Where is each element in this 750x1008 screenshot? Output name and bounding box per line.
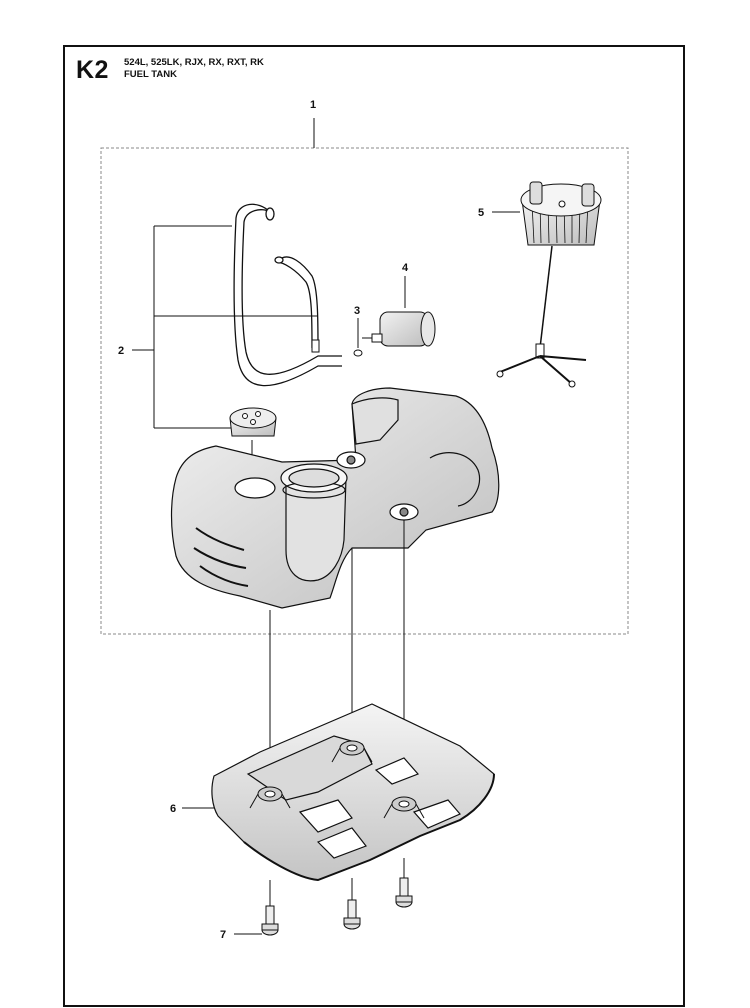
callout-2: 2 xyxy=(118,345,124,357)
plate-grommets xyxy=(249,740,425,819)
assembly-boundary xyxy=(100,147,629,635)
hose-end xyxy=(311,339,320,353)
callout-1: 1 xyxy=(310,99,316,111)
fuel-hose xyxy=(233,203,342,387)
callout-4: 4 xyxy=(402,262,409,274)
fuel-tank xyxy=(170,387,500,609)
callout-3: 3 xyxy=(354,305,360,317)
section-title: FUEL TANK xyxy=(124,69,177,80)
screw xyxy=(261,905,279,936)
bottom-plate xyxy=(211,703,495,882)
callout-5: 5 xyxy=(478,207,484,219)
diagram-frame xyxy=(63,45,685,1007)
screw xyxy=(343,899,361,930)
leader-2 xyxy=(132,225,318,429)
model-list: 524L, 525LK, RJX, RX, RXT, RK xyxy=(124,57,264,68)
screws xyxy=(261,858,413,936)
filler-cap xyxy=(229,407,277,478)
fuel-filter xyxy=(362,276,436,347)
callout-7: 7 xyxy=(220,929,226,941)
fuel-cap xyxy=(492,181,602,388)
section-code: K2 xyxy=(76,56,109,84)
screw xyxy=(395,877,413,908)
o-ring xyxy=(353,318,363,357)
callout-6: 6 xyxy=(170,803,176,815)
